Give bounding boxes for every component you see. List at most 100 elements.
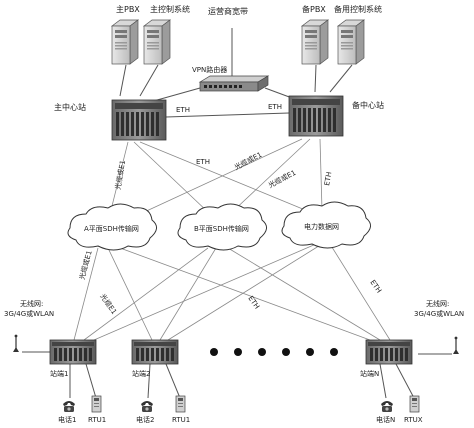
phone-2-label: 电话2 xyxy=(136,415,154,424)
main-pbx-server: 主PBX xyxy=(111,4,140,65)
wireless-left: 无线网: 3G/4G或WLAN xyxy=(4,299,54,353)
fiber-e1-label-main: 光缆或E1 xyxy=(113,159,127,190)
eth-label-lower-right: ETH xyxy=(368,279,383,295)
phone-1: 电话1 xyxy=(58,401,76,424)
link-a-s2 xyxy=(107,247,153,341)
link-backup-a xyxy=(139,138,303,215)
station-2-label: 站端2 xyxy=(132,369,150,378)
link-a-sN xyxy=(119,247,371,341)
b-plane-label: B平面SDH传输网 xyxy=(194,224,249,233)
main-control-server: 主控制系统 xyxy=(143,4,190,65)
server-icon xyxy=(143,19,171,65)
main-control-label: 主控制系统 xyxy=(150,4,190,14)
link-center-eth xyxy=(165,112,290,118)
fiber-e1-label-lower: 光缆E1 xyxy=(98,292,119,316)
link-backup-control xyxy=(329,64,353,93)
backup-pbx-server: 备PBX xyxy=(301,4,329,65)
link-backup-power xyxy=(319,138,323,211)
link-backup-pbx xyxy=(314,64,317,93)
rtu-icon xyxy=(409,395,420,413)
station-icon xyxy=(131,339,179,365)
server-icon xyxy=(111,19,139,65)
rtu-1: RTU1 xyxy=(88,395,106,424)
phone-n: 电话N xyxy=(376,401,395,424)
wireless-left-title: 无线网: xyxy=(20,299,43,308)
rack-icon xyxy=(288,95,344,137)
antenna-icon xyxy=(452,336,460,355)
cloud-shape xyxy=(281,201,371,249)
link-a-s1 xyxy=(73,247,99,341)
fiber-e1-label-backup: 光缆或E1 xyxy=(267,168,298,190)
station-icon xyxy=(49,339,97,365)
phone-1-label: 电话1 xyxy=(58,415,76,424)
rtu-1b-label: RTU1 xyxy=(172,416,190,424)
station-2: 站端2 xyxy=(131,339,179,378)
link-sN-phone xyxy=(379,363,387,399)
link-backup-b xyxy=(229,138,311,215)
link-s2-rtu xyxy=(165,363,181,399)
vpn-router-label: VPN路由器 xyxy=(192,65,227,74)
main-center-station: 主中心站 xyxy=(54,99,167,141)
backup-center-station: 备中心站 xyxy=(288,95,384,137)
a-plane-sdh-network: A平面SDH传输网 xyxy=(67,203,157,251)
fiber-e1-label-left: 光缆或E1 xyxy=(77,249,93,280)
eth-label-right: ETH xyxy=(323,171,333,186)
link-s2-phone xyxy=(147,363,151,399)
rtu-1b: RTU1 xyxy=(172,395,190,424)
link-s1-rtu xyxy=(85,363,97,399)
rack-icon xyxy=(111,99,167,141)
server-icon xyxy=(337,19,365,65)
operator-bandwidth-label: 运营商宽带 xyxy=(208,6,248,16)
wireless-right: 无线网: 3G/4G或WLAN xyxy=(414,299,464,355)
more-stations-dots xyxy=(210,348,338,356)
link-b-s2 xyxy=(159,247,217,341)
station-n: 站端N xyxy=(360,339,413,378)
backup-pbx-label: 备PBX xyxy=(302,4,326,14)
rtu-x-label: RTUX xyxy=(404,416,423,424)
eth-label-backup: ETH xyxy=(268,103,282,111)
rtu-1-label: RTU1 xyxy=(88,416,106,424)
link-main-control xyxy=(139,64,159,97)
fiber-e1-label-center: 光缆或E1 xyxy=(233,150,264,172)
b-plane-sdh-network: B平面SDH传输网 xyxy=(177,203,267,251)
power-data-label: 电力数据网 xyxy=(304,222,339,231)
phone-n-label: 电话N xyxy=(376,415,395,424)
link-main-a xyxy=(109,141,129,215)
station-icon xyxy=(365,339,413,365)
rtu-x: RTUX xyxy=(404,395,423,424)
antenna-icon xyxy=(12,334,20,353)
rtu-icon xyxy=(91,395,102,413)
link-b-s1 xyxy=(83,247,209,341)
backup-center-label: 备中心站 xyxy=(352,100,384,110)
backup-control-server: 备用控制系统 xyxy=(334,4,382,65)
a-plane-label: A平面SDH传输网 xyxy=(84,224,139,233)
vpn-router: VPN路由器 xyxy=(192,65,270,92)
server-icon xyxy=(301,19,329,65)
wireless-right-type: 3G/4G或WLAN xyxy=(414,309,464,318)
main-pbx-label: 主PBX xyxy=(116,4,140,14)
cloud-shape xyxy=(67,203,157,251)
station-n-label: 站端N xyxy=(360,369,379,378)
link-main-power xyxy=(139,141,311,213)
link-power-s1 xyxy=(93,243,317,341)
power-data-network: 电力数据网 xyxy=(281,201,371,249)
main-center-label: 主中心站 xyxy=(54,102,86,112)
link-main-b xyxy=(133,141,211,215)
eth-label-main: ETH xyxy=(176,106,190,114)
backup-control-label: 备用控制系统 xyxy=(334,4,382,14)
station-1-label: 站端1 xyxy=(50,369,68,378)
phone-2: 电话2 xyxy=(136,401,154,424)
phone-icon xyxy=(141,401,153,412)
link-b-sN xyxy=(227,247,381,341)
link-power-s2 xyxy=(167,243,323,341)
link-power-sN xyxy=(329,243,391,341)
wireless-right-title: 无线网: xyxy=(426,299,449,308)
rtu-icon xyxy=(175,395,186,413)
connection-lines xyxy=(22,28,452,399)
eth-label-center: ETH xyxy=(196,158,210,166)
phone-icon xyxy=(63,401,75,412)
eth-label-lower: ETH xyxy=(246,295,261,311)
cloud-shape xyxy=(177,203,267,251)
